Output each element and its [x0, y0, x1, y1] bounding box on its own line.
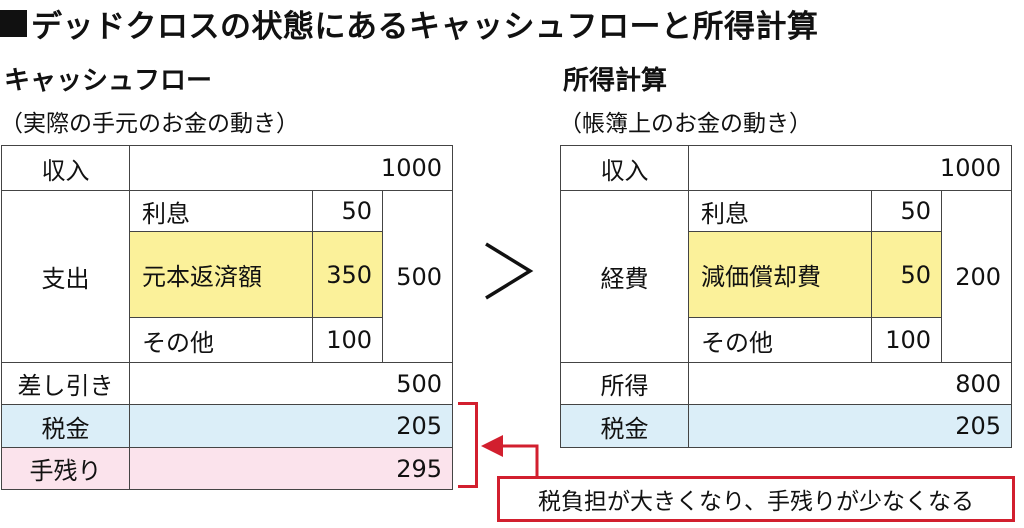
- annotation-note: 税負担が大きくなり、手残りが少なくなる: [497, 476, 1015, 522]
- greater-than-symbol: >: [480, 238, 534, 300]
- ic-expense-total: 200: [941, 190, 1012, 363]
- cf-income-label: 収入: [1, 145, 130, 191]
- cf-tax-value: 205: [129, 404, 453, 448]
- ic-other-value: 100: [871, 317, 942, 363]
- cashflow-header: キャッシュフロー: [4, 66, 213, 96]
- page-title-text: デッドクロスの状態にあるキャッシュフローと所得計算: [31, 8, 819, 45]
- cf-net-value: 295: [129, 447, 453, 490]
- ic-tax-value: 205: [688, 404, 1012, 448]
- ic-income-label: 収入: [560, 145, 689, 191]
- cf-interest-label: 利息: [129, 190, 313, 232]
- cf-income-value: 1000: [129, 145, 453, 191]
- cf-principal-value: 350: [312, 231, 383, 318]
- cf-diff-value: 500: [129, 362, 453, 405]
- ic-income-calc-value: 800: [688, 362, 1012, 405]
- cf-interest-value: 50: [312, 190, 383, 232]
- cf-tax-label: 税金: [1, 404, 130, 448]
- ic-expense-label: 経費: [560, 190, 689, 363]
- ic-tax-label: 税金: [560, 404, 689, 448]
- cf-net-label: 手残り: [1, 447, 130, 490]
- black-square-icon: [0, 9, 27, 37]
- red-bracket: [458, 402, 478, 488]
- income-calc-header: 所得計算: [563, 66, 668, 96]
- ic-depreciation-label: 減価償却費: [688, 231, 872, 318]
- ic-other-label: その他: [688, 317, 872, 363]
- ic-interest-label: 利息: [688, 190, 872, 232]
- cf-expense-label: 支出: [1, 190, 130, 363]
- greater-than-text: >: [480, 238, 481, 239]
- cashflow-subheader: （実際の手元のお金の動き）: [0, 111, 299, 137]
- ic-income-calc-label: 所得: [560, 362, 689, 405]
- cf-principal-label: 元本返済額: [129, 231, 313, 318]
- ic-income-value: 1000: [688, 145, 1012, 191]
- ic-depreciation-value: 50: [871, 231, 942, 318]
- cf-diff-label: 差し引き: [1, 362, 130, 405]
- page-title: デッドクロスの状態にあるキャッシュフローと所得計算: [0, 0, 819, 46]
- cf-other-label: その他: [129, 317, 313, 363]
- cf-other-value: 100: [312, 317, 383, 363]
- cf-expense-total: 500: [382, 190, 453, 363]
- red-arrow-icon: [481, 435, 539, 476]
- ic-interest-value: 50: [871, 190, 942, 232]
- income-calc-subheader: （帳簿上のお金の動き）: [559, 111, 812, 137]
